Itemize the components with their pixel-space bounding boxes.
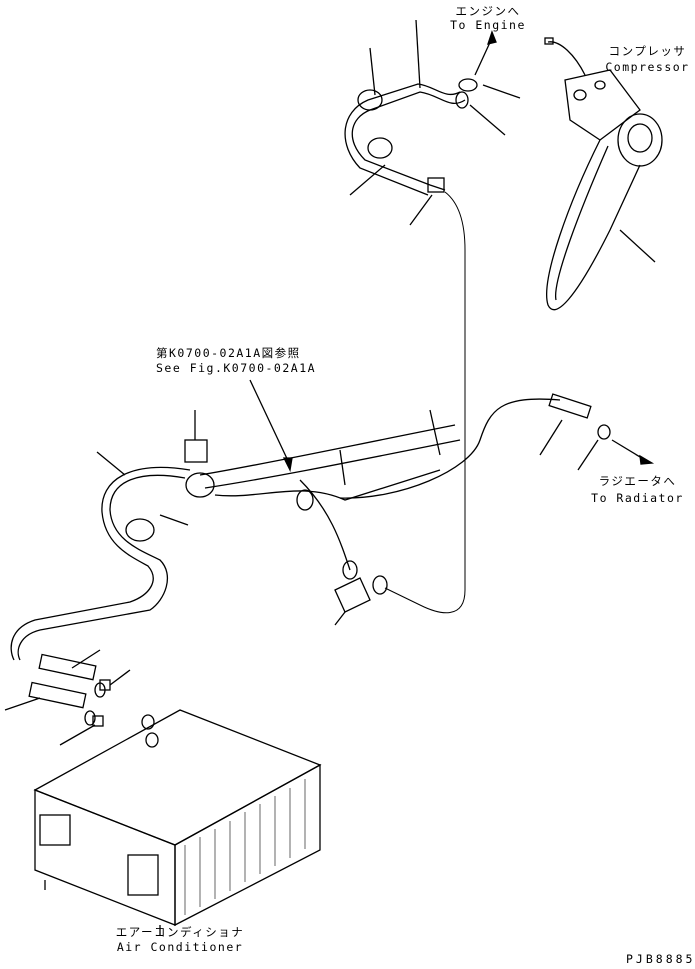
air-conditioner-label-en: Air Conditioner (116, 940, 244, 954)
drain-tube (384, 191, 466, 614)
radiator-hose (339, 393, 655, 499)
compressor (544, 37, 663, 311)
reference-label-jp: 第K0700-02A1A図参照 (156, 346, 301, 360)
engine-hose (344, 19, 521, 226)
compressor-label-jp: コンプレッサ (608, 44, 687, 58)
air-conditioner-label-jp: エアーコンディショナ (115, 925, 245, 939)
main-hose-bundle (10, 379, 461, 661)
to-engine-label-jp: エンジンへ (455, 4, 521, 18)
compressor-label-en: Compressor (605, 60, 690, 74)
to-engine-label-en: To Engine (450, 18, 526, 32)
ac-hoses (4, 649, 159, 748)
to-radiator-label-en: To Radiator (591, 491, 684, 505)
drawing-number: PJB8885 (626, 952, 695, 966)
air-conditioner-unit (33, 709, 322, 935)
to-radiator-label-jp: ラジエータへ (598, 474, 677, 488)
reference-label-en: See Fig.K0700-02A1A (156, 361, 317, 375)
